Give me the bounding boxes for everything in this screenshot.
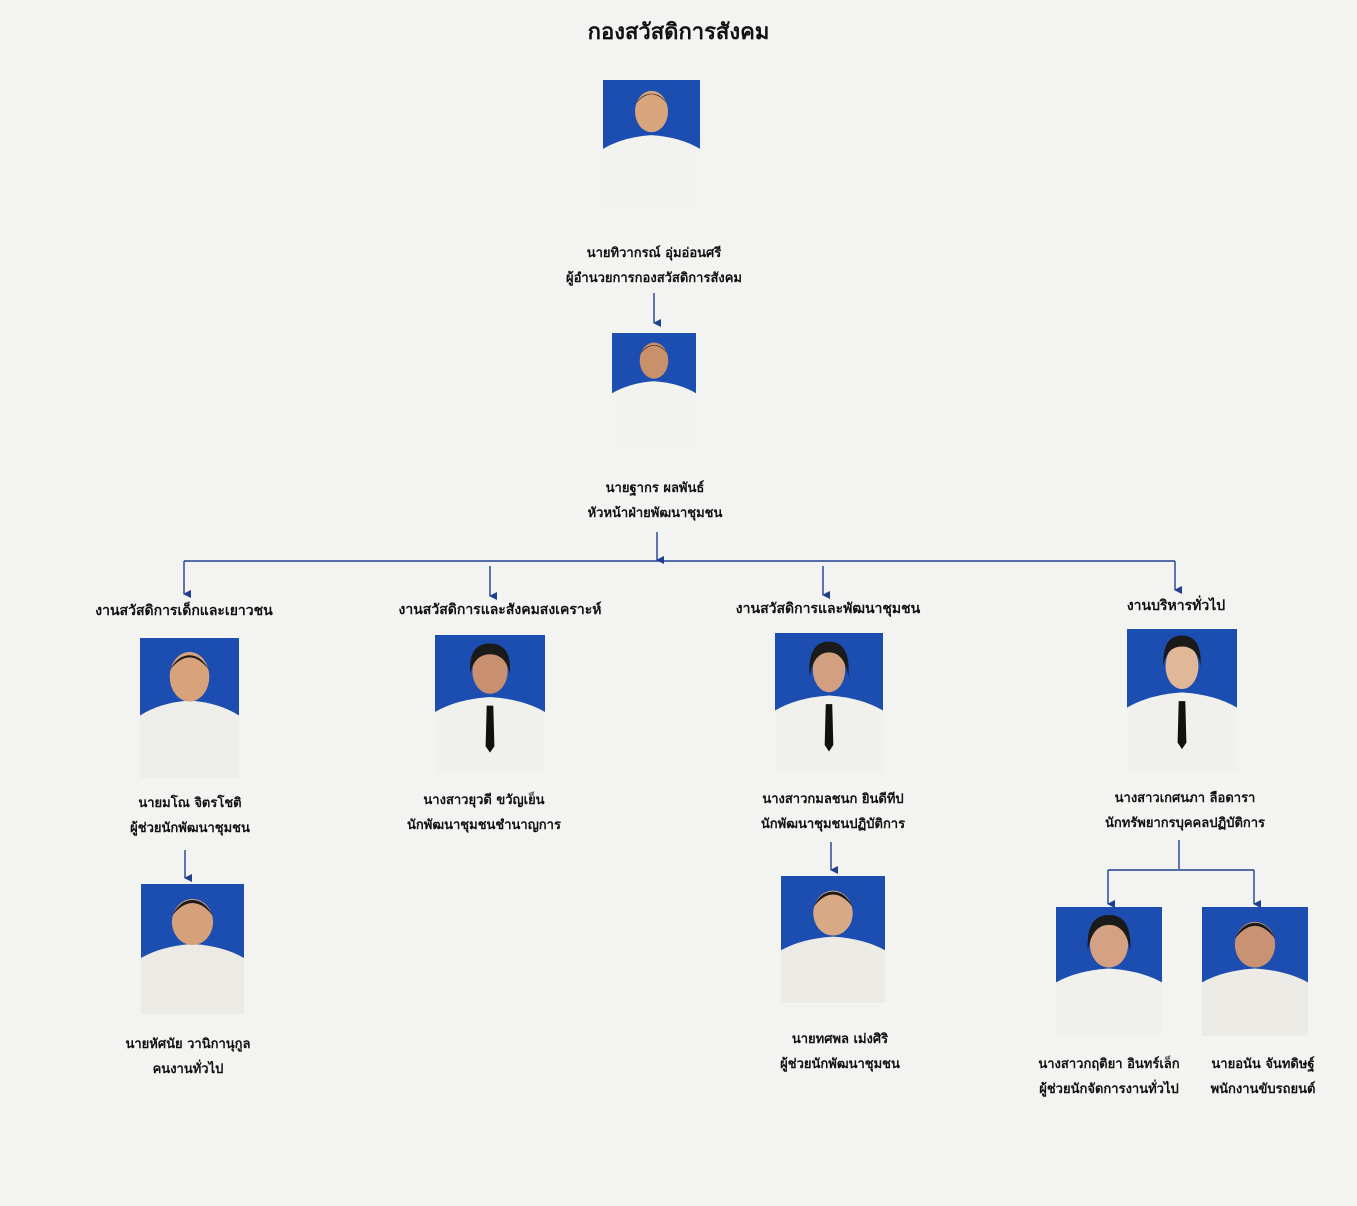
staff-position: นักทรัพยากรบุคคลปฏิบัติการ	[1104, 816, 1266, 831]
staff-photo	[775, 633, 883, 773]
staff-position: คนงานทั่วไป	[152, 1062, 224, 1077]
staff-position: นักพัฒนาชุมชนปฏิบัติการ	[760, 817, 906, 832]
staff-name: นางสาวกฤติยา อินทร์เล็ก	[1038, 1057, 1180, 1072]
staff-photo	[781, 876, 885, 1003]
staff-name: นางสาวกมลชนก ยินดีทีป	[762, 792, 904, 807]
staff-photo	[1056, 907, 1162, 1036]
staff-label: นายหัศนัย วานิกานุกูล คนงานทั่วไป	[38, 1032, 338, 1082]
staff-position: พนักงานขับรถยนต์	[1210, 1082, 1316, 1097]
staff-name: นางสาวยุวดี ขวัญเย็น	[423, 793, 545, 808]
staff-label: นางสาวกมลชนก ยินดีทีป นักพัฒนาชุมชนปฏิบั…	[683, 787, 983, 837]
section-title-child-youth: งานสวัสดิการเด็กและเยาวชน	[95, 603, 273, 619]
head-photo	[612, 333, 696, 445]
section-title-general-admin: งานบริหารทั่วไป	[1126, 598, 1226, 614]
staff-photo	[141, 884, 244, 1014]
staff-position: นักพัฒนาชุมชนชำนาญการ	[407, 818, 561, 833]
section-title-welfare-community: งานสวัสดิการและพัฒนาชุมชน	[735, 601, 921, 617]
staff-label: นางสาวกฤติยา อินทร์เล็ก ผู้ช่วยนักจัดการ…	[1014, 1052, 1204, 1102]
director-label: นายทิวากรณ์ อุ่มอ่อนศรี ผู้อำนวยการกองสว…	[504, 241, 804, 291]
staff-photo	[435, 635, 545, 774]
staff-photo	[1127, 629, 1237, 771]
staff-name: นายหัศนัย วานิกานุกูล	[125, 1037, 251, 1052]
director-photo	[603, 80, 700, 208]
director-position: ผู้อำนวยการกองสวัสดิการสังคม	[565, 271, 743, 286]
page-title: กองสวัสดิการสังคม	[587, 20, 770, 45]
staff-position: ผู้ช่วยนักพัฒนาชุมชน	[130, 821, 250, 836]
head-position: หัวหน้าฝ่ายพัฒนาชุมชน	[587, 506, 723, 521]
staff-label: นายทศพล เม่งศิริ ผู้ช่วยนักพัฒนาชุมชน	[690, 1027, 990, 1077]
staff-label: นางสาวยุวดี ขวัญเย็น นักพัฒนาชุมชนชำนาญก…	[334, 788, 634, 838]
head-label: นายฐากร ผลพันธ์ หัวหน้าฝ่ายพัฒนาชุมชน	[505, 476, 805, 526]
staff-label: นายอนัน จันทดิษฐ์ พนักงานขับรถยนต์	[1200, 1052, 1326, 1102]
head-name: นายฐากร ผลพันธ์	[605, 481, 705, 496]
staff-position: ผู้ช่วยนักพัฒนาชุมชน	[780, 1057, 900, 1072]
staff-photo	[1202, 907, 1308, 1036]
staff-photo	[140, 638, 239, 778]
staff-label: นายมโณ จิตรโชติ ผู้ช่วยนักพัฒนาชุมชน	[40, 791, 340, 841]
director-name: นายทิวากรณ์ อุ่มอ่อนศรี	[586, 246, 722, 261]
staff-name: นายอนัน จันทดิษฐ์	[1211, 1057, 1315, 1072]
staff-name: นางสาวเกศนภา ลือดารา	[1114, 791, 1256, 806]
section-title-welfare-social: งานสวัสดิการและสังคมสงเคราะห์	[398, 602, 602, 618]
staff-label: นางสาวเกศนภา ลือดารา นักทรัพยากรบุคคลปฏิ…	[1035, 786, 1335, 836]
staff-name: นายมโณ จิตรโชติ	[138, 796, 242, 811]
staff-name: นายทศพล เม่งศิริ	[791, 1032, 889, 1047]
staff-position: ผู้ช่วยนักจัดการงานทั่วไป	[1039, 1082, 1179, 1097]
